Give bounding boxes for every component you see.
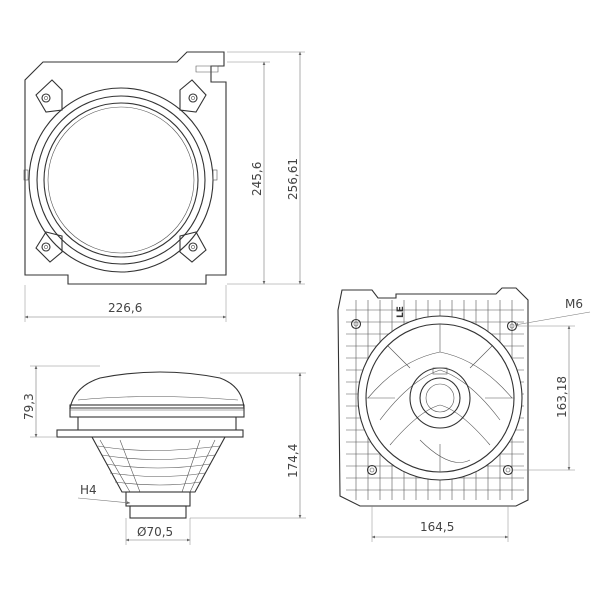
side-height-top-label: 79,3 <box>22 393 36 420</box>
rear-reflector-facets <box>366 324 514 472</box>
front-ring-outer <box>28 87 214 273</box>
front-mounting-plate <box>24 51 227 285</box>
side-bezel <box>69 404 245 418</box>
side-housing-ribs <box>97 439 221 493</box>
side-height-total-label: 174,4 <box>286 444 300 478</box>
thread-label: M6 <box>565 297 583 311</box>
front-ring-middle <box>36 95 206 265</box>
front-lens <box>43 102 199 258</box>
front-side-notch-right <box>212 169 218 181</box>
side-mount-flange <box>56 429 244 438</box>
rear-mark-label: LE <box>396 306 406 318</box>
bulb-type-label: H4 <box>80 483 97 497</box>
rear-dimensions: 164,5 163,18 M6 <box>371 297 591 542</box>
rear-width-label: 164,5 <box>420 520 454 534</box>
front-view <box>23 51 227 285</box>
front-height-outer-label: 256,61 <box>286 158 300 200</box>
front-dimensions: 226,6 245,6 256,61 <box>24 51 305 322</box>
front-side-notch-left <box>23 169 29 181</box>
rear-view: LE <box>337 287 529 507</box>
side-view <box>56 371 245 519</box>
side-dimensions: 79,3 174,4 Ø70,5 H4 <box>22 365 306 545</box>
front-lens-inner <box>47 106 195 254</box>
rear-mounting-plate <box>337 287 529 507</box>
front-width-label: 226,6 <box>108 301 142 315</box>
side-lens-dome <box>69 371 245 409</box>
front-corner-tabs <box>35 79 207 263</box>
side-diameter-label: Ø70,5 <box>137 525 173 539</box>
rear-bulb-socket <box>419 377 461 419</box>
rear-mount-holes <box>350 318 518 476</box>
rear-height-label: 163,18 <box>555 376 569 418</box>
front-height-inner-label: 245,6 <box>250 162 264 196</box>
front-slot-top <box>195 65 219 73</box>
side-reflector-housing <box>91 436 226 493</box>
side-bulb-socket <box>125 491 191 507</box>
